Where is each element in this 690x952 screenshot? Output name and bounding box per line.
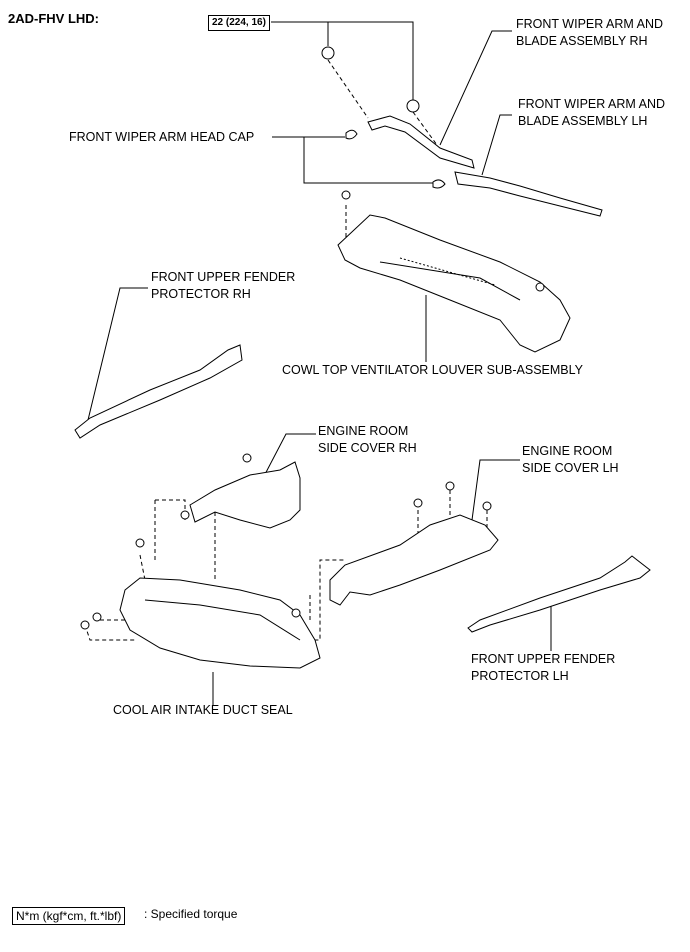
side-lh-leader <box>471 459 520 521</box>
label-cowl: COWL TOP VENTILATOR LOUVER SUB-ASSEMBLY <box>282 363 584 377</box>
label-fender-rh-2: PROTECTOR RH <box>151 287 251 301</box>
nut-align-dash <box>327 59 438 146</box>
label-side-lh-2: SIDE COVER LH <box>522 461 619 475</box>
label-head-cap: FRONT WIPER ARM HEAD CAP <box>69 130 255 144</box>
bolt-side-lh-1 <box>413 498 423 508</box>
label-wiper-lh-1: FRONT WIPER ARM AND <box>518 97 666 111</box>
head-cap-upper-shape <box>345 129 358 140</box>
bolt-duct-1 <box>135 538 145 548</box>
bolt-side-lh-3 <box>482 501 492 511</box>
torque-leader <box>271 21 414 100</box>
bolt-side-rh <box>242 453 252 463</box>
bolt-duct-4 <box>291 608 301 618</box>
label-duct-seal: COOL AIR INTAKE DUCT SEAL <box>113 703 293 717</box>
label-fender-lh-2: PROTECTOR LH <box>471 669 569 683</box>
wiper-arm-rh-shape <box>367 115 475 169</box>
bolt-duct-5 <box>180 510 190 520</box>
head-cap-lower-shape <box>432 179 446 189</box>
label-fender-lh-1: FRONT UPPER FENDER <box>471 652 616 666</box>
side-lh-dash <box>417 490 488 575</box>
label-side-lh-1: ENGINE ROOM <box>522 444 613 458</box>
wiper-rh-leader <box>439 30 512 146</box>
fender-lh-shape <box>467 555 651 633</box>
variant-title: 2AD-FHV LHD: <box>8 11 99 26</box>
label-wiper-rh-2: BLADE ASSEMBLY RH <box>516 34 648 48</box>
side-cover-rh-shape <box>189 461 301 529</box>
bolt-cowl-left <box>341 190 351 200</box>
nut-upper-right <box>406 99 420 113</box>
wiper-arm-lh-shape <box>454 171 603 217</box>
label-fender-rh-1: FRONT UPPER FENDER <box>151 270 296 284</box>
label-side-rh-2: SIDE COVER RH <box>318 441 417 455</box>
legend-text: : Specified torque <box>144 907 238 921</box>
bolt-duct-3 <box>80 620 90 630</box>
legend-unit-box: N*m (kgf*cm, ft.*lbf) <box>12 907 126 925</box>
label-side-rh-1: ENGINE ROOM <box>318 424 409 438</box>
fender-rh-leader <box>87 287 148 421</box>
label-wiper-rh-1: FRONT WIPER ARM AND <box>516 17 664 31</box>
side-rh-leader <box>261 433 316 481</box>
side-cover-lh-shape <box>329 514 499 606</box>
torque-spec-box: 22 (224, 16) <box>208 15 270 31</box>
duct-seal-shape <box>119 577 321 669</box>
duct-dash-group <box>84 499 345 641</box>
bolt-duct-2 <box>92 612 102 622</box>
bolt-cowl-right <box>535 282 545 292</box>
head-cap-leader <box>272 136 433 184</box>
wiper-lh-leader <box>481 114 512 176</box>
label-wiper-lh-2: BLADE ASSEMBLY LH <box>518 114 648 128</box>
fender-rh-shape <box>74 344 243 439</box>
cowl-top-shape <box>337 214 571 353</box>
nut-upper-left <box>321 46 335 60</box>
bolt-side-lh-2 <box>445 481 455 491</box>
